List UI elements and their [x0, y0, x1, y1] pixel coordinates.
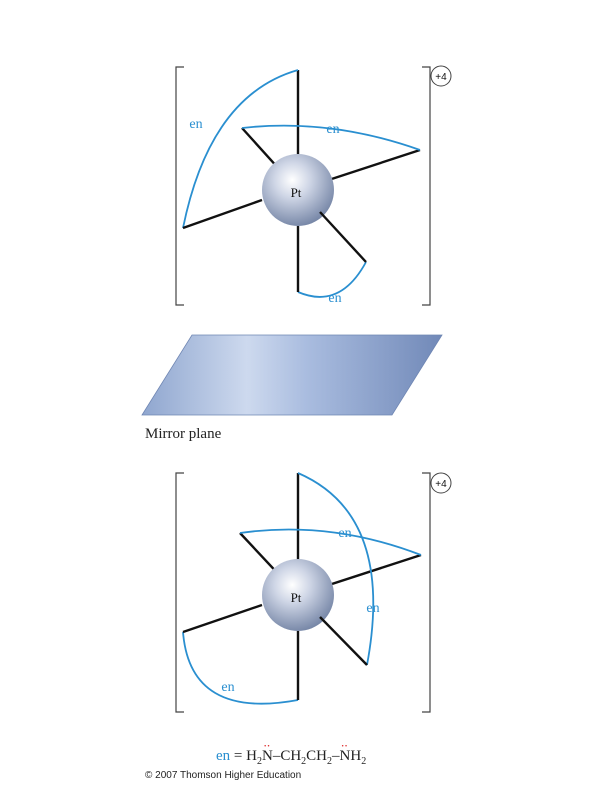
- top-left-bracket: [175, 66, 184, 306]
- bottom-en-label-lower: en: [221, 680, 234, 695]
- top-complex: +4 Pt en en en: [175, 65, 452, 306]
- bottom-en-arc-right: [297, 472, 375, 666]
- en-definition: en = H2N–CH2CH2–NH2: [216, 738, 367, 767]
- bottom-bond-front-left: [182, 603, 263, 634]
- top-charge-circle: [430, 65, 452, 87]
- copyright-notice: © 2007 Thomson Higher Education: [145, 770, 302, 781]
- top-pt-atom: [262, 154, 334, 226]
- mirror-plane: [141, 334, 443, 416]
- top-bond-front-left: [182, 198, 263, 230]
- top-en-arc-upper: [241, 124, 421, 151]
- bottom-bond-front-right: [319, 616, 368, 666]
- formula-sub: 2: [256, 756, 262, 767]
- bottom-charge-label: +4: [435, 479, 447, 490]
- bottom-en-label-right: en: [366, 601, 379, 616]
- bottom-en-arc-lower: [182, 631, 299, 705]
- bottom-right-bracket: [422, 472, 431, 713]
- bottom-pt-label: Pt: [291, 590, 302, 605]
- top-bond-front-right: [319, 211, 367, 263]
- formula-n-lone-pair: N: [262, 738, 273, 765]
- bottom-left-bracket: [175, 472, 184, 713]
- top-right-bracket: [422, 66, 431, 306]
- bottom-en-label-upper: en: [338, 526, 351, 541]
- formula-h: H: [246, 748, 257, 764]
- en-legend-label: en: [216, 748, 231, 764]
- bottom-complex: +4 Pt en en en: [175, 472, 452, 713]
- formula-sub: 2: [301, 756, 307, 767]
- top-en-label-lower: en: [328, 291, 341, 306]
- mirror-plane-label: Mirror plane: [145, 426, 222, 442]
- formula-n-lone-pair: N: [340, 738, 351, 765]
- bottom-en-arc-upper: [239, 528, 422, 556]
- formula-sub: 2: [361, 756, 367, 767]
- top-charge-label: +4: [435, 72, 447, 83]
- equals-sign: =: [230, 748, 247, 764]
- top-en-arc-lower: [297, 261, 367, 298]
- top-pt-label: Pt: [291, 185, 302, 200]
- formula-h: H: [350, 748, 362, 764]
- formula-dash: –: [332, 748, 340, 764]
- top-en-arc-left: [182, 69, 299, 229]
- bottom-charge-circle: [430, 472, 452, 494]
- top-en-label-upper: en: [326, 122, 339, 137]
- formula-sub: 2: [327, 756, 333, 767]
- bottom-pt-atom: [262, 559, 334, 631]
- formula-ch: CH: [306, 748, 328, 764]
- top-en-label-left: en: [189, 117, 202, 132]
- formula-ch: –CH: [272, 748, 302, 764]
